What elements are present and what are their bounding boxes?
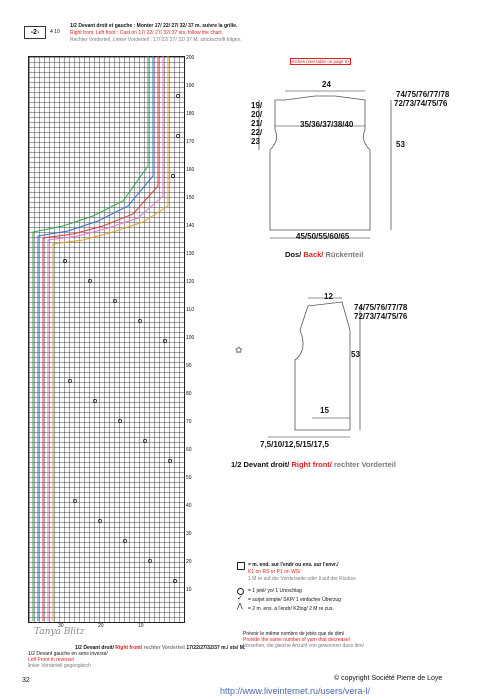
legend-item4: = 2 m. ens. à l'endr/ K2tog/ 2 M re zus. [248,606,334,612]
header-line-en: Right front. Left front : Cast on 17/ 22… [70,30,223,36]
chart-note-fr: 1/2 Devant gauche en sens inverse/ [28,651,108,657]
back-shoulder-sizes-1: 74/75/76/77/78 [396,90,450,99]
chart-row-labels: 200 190 180 170 160 150 140 130 120 110 … [186,56,200,621]
back-shoulder-sizes-2: 72/73/74/75/76 [394,99,448,108]
row-label: 30 [186,531,192,537]
chart-note-de: linker Vorderteil gegengleich [28,663,91,669]
row-label: 120 [186,279,195,285]
copyright: © copyright Société Pierre de Loye [334,675,443,682]
legend-item1-en: K1 on RS or P1 on WS/ [248,569,301,575]
front-top-width: 12 [324,292,333,301]
row-label: 70 [186,419,192,425]
row-label: 140 [186,223,195,229]
chart-caption: 1/2 Devant droit/ Right front/ rechter V… [75,645,246,651]
front-label: 1/2 Devant droit/ Right front/ rechter V… [231,460,396,469]
chart-overlay [32,56,180,621]
row-label: 40 [186,503,192,509]
col-label: 20 [98,623,104,629]
step-number: -2- [30,29,40,36]
back-top-width: 24 [322,80,331,89]
k2tog-icon: ⋀ [237,603,243,610]
row-label: 110 [186,307,194,313]
front-bottom-width: 7,5/10/12,5/15/17,5 [260,440,329,449]
row-label: 170 [186,139,195,145]
back-note: inches (see table on page 6) [290,58,351,65]
back-label: Dos/ Back/ Rückenteil [285,250,364,259]
front-diagram-shape [268,297,361,438]
flower-ornament-icon: ✿ [235,345,243,355]
row-label: 10 [186,587,192,593]
yarn-over-icon [237,588,244,595]
signature: Tanya Blitz [34,627,85,637]
source-url[interactable]: http://www.liveinternet.ru/users/vera-l/ [220,686,371,696]
front-sizes-1: 74/75/76/77/78 [354,303,408,312]
size-marker: 4 10 [50,29,60,35]
footer-note-en: Provide the same number of yarn that dec… [243,637,351,643]
row-label: 50 [186,475,192,481]
page-number: 32 [22,677,30,684]
back-diagram-shape [258,90,392,239]
row-label: 150 [186,195,195,201]
back-height: 53 [396,140,405,149]
step-number-box: -2- [24,26,46,39]
front-height: 53 [351,350,360,359]
row-label: 200 [186,55,195,61]
header-line-de: Rechter Vorderteil, Linker Vorderteil : … [70,37,242,43]
row-label: 160 [186,167,195,173]
row-label: 190 [186,83,195,89]
legend-item1-fr: = m. end. sur l'endr ou env. sur l'envr.… [248,562,339,568]
knit-square-icon [237,562,245,570]
row-label: 20 [186,559,192,565]
row-label: 60 [186,447,192,453]
row-label: 100 [186,335,195,341]
back-bottom-width: 45/50/55/60/65 [296,232,350,241]
header-line-fr: 1/2 Devant droit et gauche : Monter 17/ … [70,23,238,29]
legend-item2: = 1 jeté/ yo/ 1 Umschlag [248,588,302,594]
row-label: 80 [186,391,192,397]
chart-note-en: Left Front in reverse/ [28,657,75,663]
footer-note-de: Vorsehen, die gleiche Anzahl von gewonne… [243,643,364,649]
skp-icon: ✓ [237,595,243,602]
back-chest: 35/36/37/38/40 [300,120,354,129]
legend-item1-de: 1 M re auf der Vorderseite oder li auf d… [248,576,356,582]
col-label: 30 [58,623,64,629]
legend-item3: = surjet simple/ SKP/ 1 einfacher Überzu… [248,597,341,603]
col-label: 10 [138,623,144,629]
row-label: 90 [186,363,192,369]
back-armhole-sizes: 19/ 20/ 21/ 22/ 23 [251,101,263,146]
footer-note-fr: Prévoir le même nombre de jetés que de d… [243,631,345,637]
row-label: 180 [186,111,195,117]
front-sizes-2: 72/73/74/75/76 [354,312,408,321]
row-label: 130 [186,251,195,257]
front-inner-width: 15 [320,406,329,415]
